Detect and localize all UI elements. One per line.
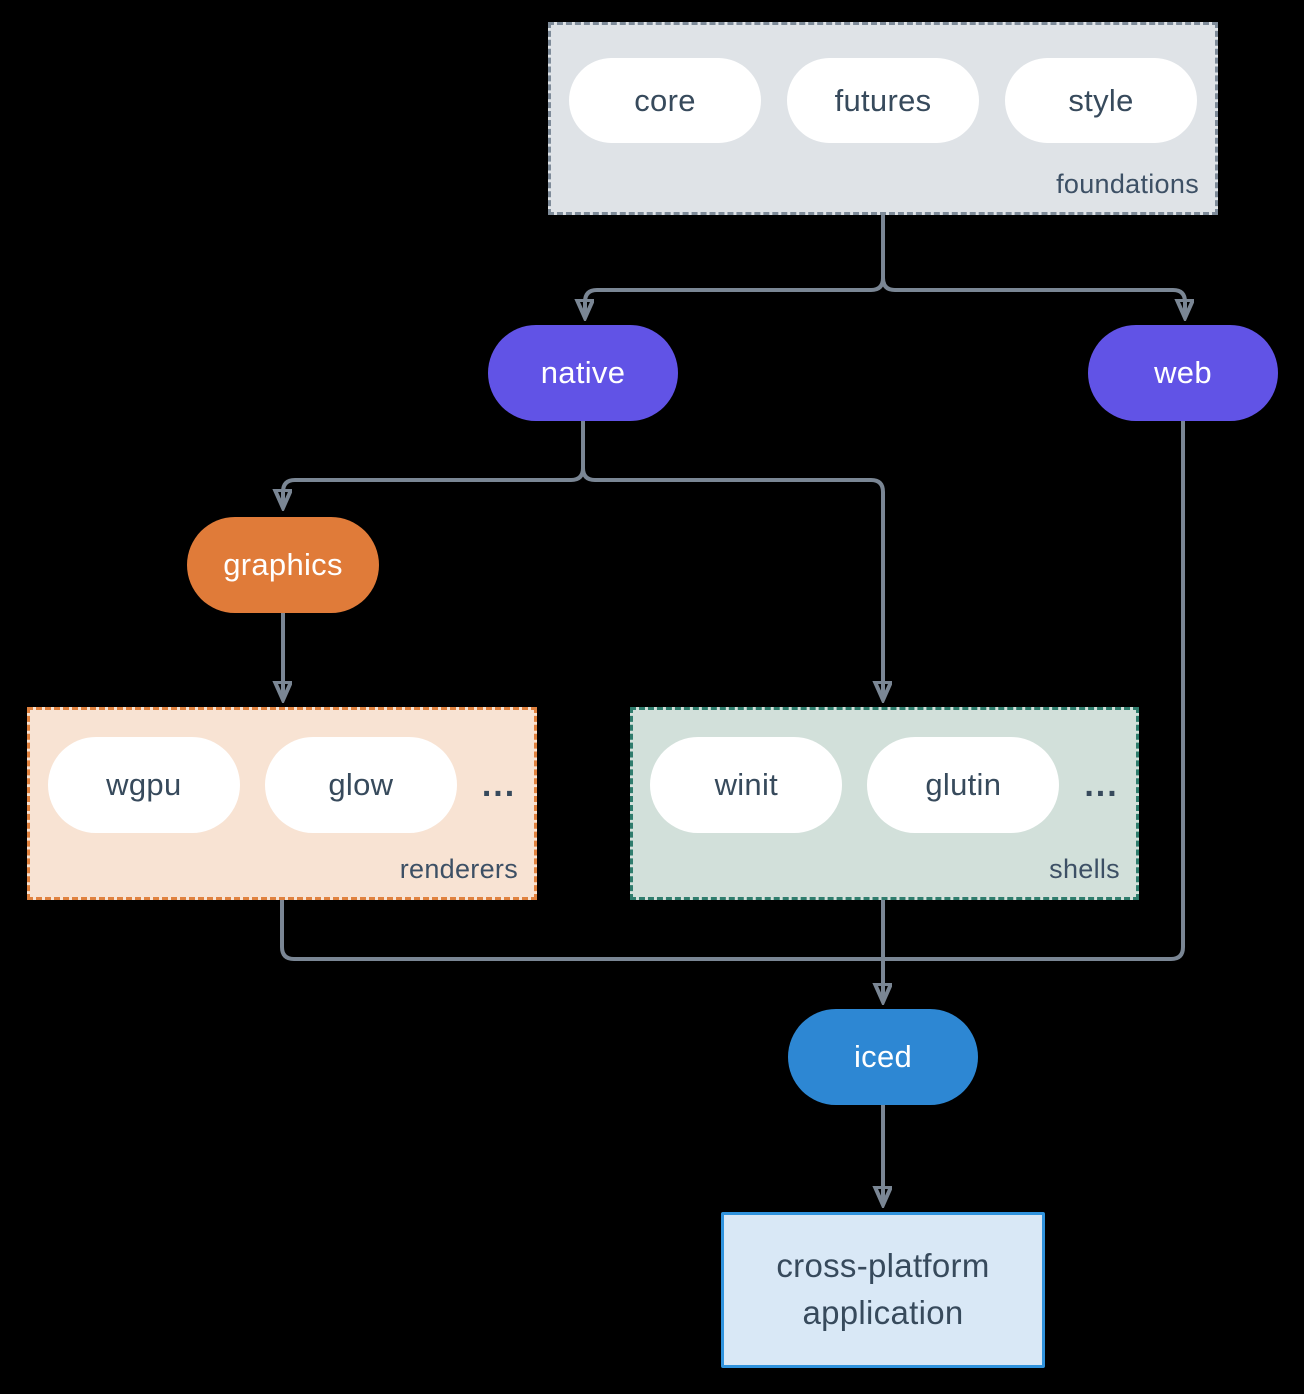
node-style: style <box>1005 58 1197 143</box>
node-iced-label: iced <box>853 1039 913 1074</box>
node-winit: winit <box>650 737 843 833</box>
shells-pill-row: winit glutin ... <box>633 710 1136 833</box>
node-glutin-label: glutin <box>925 767 1002 802</box>
node-native-label: native <box>540 355 626 390</box>
node-native: native <box>488 325 678 421</box>
application-label-line2: application <box>802 1294 964 1331</box>
node-style-label: style <box>1068 82 1134 118</box>
shells-ellipsis: ... <box>1084 765 1119 804</box>
group-foundations: core futures style foundations <box>548 22 1218 215</box>
group-label-renderers: renderers <box>399 854 518 884</box>
node-core: core <box>569 58 761 143</box>
renderers-ellipsis: ... <box>481 765 517 804</box>
node-wgpu-label: wgpu <box>106 767 182 802</box>
group-label-shells: shells <box>1049 854 1120 884</box>
node-glow-label: glow <box>328 767 394 802</box>
edge-renderers-iced <box>280 900 883 961</box>
edge-native-graphics <box>283 421 585 506</box>
renderers-pill-row: wgpu glow ... <box>30 710 534 833</box>
node-wgpu: wgpu <box>47 737 240 833</box>
node-futures-label: futures <box>834 82 932 118</box>
node-glow: glow <box>264 737 457 833</box>
node-core-label: core <box>634 82 696 118</box>
node-glutin: glutin <box>867 737 1060 833</box>
node-web-label: web <box>1154 355 1212 390</box>
group-shells: winit glutin ... shells <box>630 707 1139 900</box>
node-graphics: graphics <box>187 517 379 613</box>
edge-web-iced <box>883 421 1185 961</box>
edge-foundations-web <box>881 215 1185 316</box>
node-futures: futures <box>787 58 979 143</box>
group-label-foundations: foundations <box>1056 169 1199 199</box>
edge-native-shells <box>581 421 883 698</box>
foundations-pill-row: core futures style <box>551 25 1215 143</box>
application-label-line1: cross-platform <box>776 1247 990 1285</box>
node-application: cross-platform application <box>721 1212 1045 1368</box>
node-winit-label: winit <box>714 767 779 802</box>
node-graphics-label: graphics <box>223 547 343 582</box>
node-iced: iced <box>788 1009 978 1105</box>
edge-foundations-native <box>585 215 885 316</box>
node-web: web <box>1088 325 1278 421</box>
group-renderers: wgpu glow ... renderers <box>27 707 537 900</box>
